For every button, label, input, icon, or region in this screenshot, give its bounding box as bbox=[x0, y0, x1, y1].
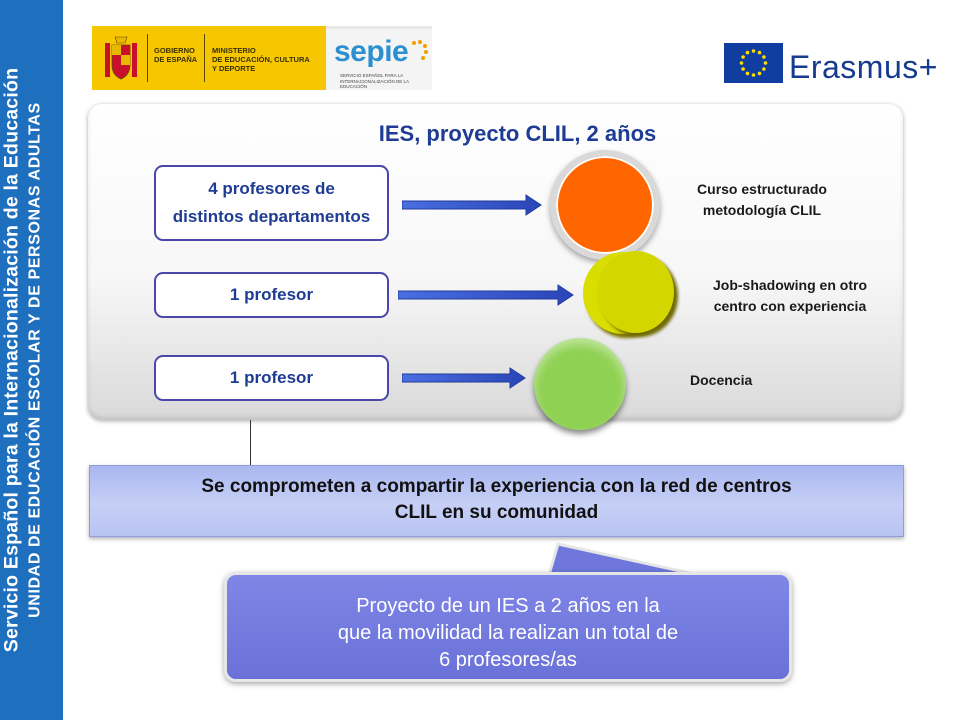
diagram-title: IES, proyecto CLIL, 2 años bbox=[378, 121, 657, 146]
sepie-dots-icon bbox=[412, 40, 428, 60]
commitment-box: Se comprometen a compartir la experienci… bbox=[89, 465, 904, 537]
arrow-right-icon bbox=[402, 194, 542, 216]
sidebar-vertical-text: Servicio Español para la Internacionaliz… bbox=[0, 0, 63, 720]
eu-flag-icon bbox=[724, 43, 783, 83]
gobierno-text: GOBIERNO DE ESPAÑA bbox=[154, 46, 198, 64]
teaching-label: Docencia bbox=[690, 372, 753, 388]
ministerio-text: MINISTERIO DE EDUCACIÓN, CULTURA Y DEPOR… bbox=[212, 46, 310, 73]
commitment-text: Se comprometen a compartir la experienci… bbox=[90, 474, 903, 526]
job-shadowing-label-line1: Job-shadowing en otro bbox=[713, 277, 867, 293]
callout-text: Proyecto de un IES a 2 años en la que la… bbox=[227, 593, 789, 674]
teachers-group-line1: 4 profesores de bbox=[208, 179, 335, 198]
sidebar-band bbox=[0, 0, 63, 720]
coat-of-arms-icon bbox=[105, 36, 137, 80]
sidebar-service-name: Servicio Español para la Internacionaliz… bbox=[0, 67, 23, 653]
connector-line bbox=[250, 420, 251, 468]
commitment-line2: CLIL en su comunidad bbox=[394, 502, 599, 523]
logo-divider bbox=[147, 34, 148, 82]
job-shadowing-circle bbox=[597, 251, 674, 333]
sepie-subtitle: SERVICIO ESPAÑOL PARA LA INTERNACIONALIZ… bbox=[340, 73, 409, 89]
callout-line2: que la movilidad la realizan un total de bbox=[337, 622, 679, 644]
job-shadowing-label: Job-shadowing en otro centro con experie… bbox=[686, 275, 894, 317]
teachers-group-box: 4 profesores de distintos departamentos bbox=[154, 165, 389, 241]
teachers-group-line2: distintos departamentos bbox=[172, 207, 371, 226]
job-shadowing-teacher-box: 1 profesor bbox=[154, 272, 389, 318]
sepie-logo: sepie SERVICIO ESPAÑOL PARA LA INTERNACI… bbox=[326, 26, 432, 90]
sidebar-unit-name: UNIDAD DE EDUCACIÓN ESCOLAR Y DE PERSONA… bbox=[26, 102, 44, 618]
job-shadowing-label-line2: centro con experiencia bbox=[713, 298, 867, 314]
callout-line1: Proyecto de un IES a 2 años en la bbox=[356, 595, 660, 617]
summary-callout: Proyecto de un IES a 2 años en la que la… bbox=[224, 572, 792, 682]
gobierno-ministerio-logo: GOBIERNO DE ESPAÑA MINISTERIO DE EDUCACI… bbox=[92, 26, 326, 90]
course-label-line2: metodología CLIL bbox=[702, 202, 822, 218]
course-label: Curso estructurado metodología CLIL bbox=[672, 179, 852, 221]
teaching-circle bbox=[534, 338, 626, 430]
logo-divider bbox=[204, 34, 205, 82]
erasmus-plus-wordmark: Erasmus+ bbox=[789, 49, 938, 85]
teaching-teacher-box: 1 profesor bbox=[154, 355, 389, 401]
callout-line3: 6 profesores/as bbox=[439, 649, 577, 671]
sepie-wordmark: sepie bbox=[334, 35, 409, 68]
commitment-line1: Se comprometen a compartir la experienci… bbox=[201, 476, 792, 497]
course-circle bbox=[550, 150, 660, 260]
course-label-line1: Curso estructurado bbox=[697, 181, 827, 197]
arrow-right-icon bbox=[398, 284, 574, 306]
arrow-right-icon bbox=[402, 367, 526, 389]
